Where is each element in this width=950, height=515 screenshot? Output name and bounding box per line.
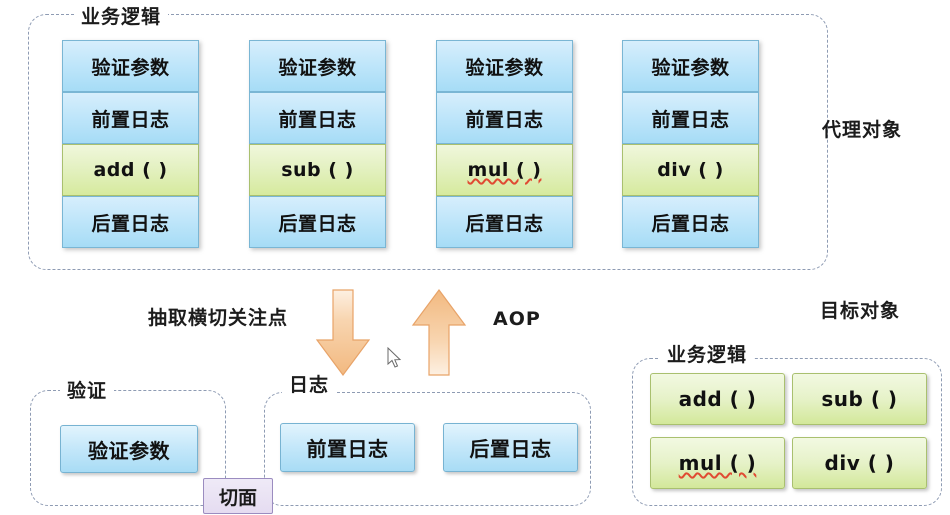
- proxy-object-side-label: 代理对象: [822, 119, 903, 141]
- target-box-add[interactable]: add ( ): [650, 373, 785, 425]
- down-arrow: [315, 289, 371, 377]
- validate-group: [30, 390, 226, 506]
- aspect-box-validate-params[interactable]: 验证参数: [60, 425, 198, 473]
- target-object-side-label: 目标对象: [820, 300, 901, 322]
- cell-method-sub[interactable]: sub ( ): [249, 144, 386, 196]
- cell-method-mul[interactable]: mul ( ): [436, 144, 573, 196]
- proxy-column-add: 验证参数 前置日志 add ( ) 后置日志: [62, 40, 199, 248]
- extract-crosscutting-label: 抽取横切关注点: [148, 307, 289, 329]
- method-mul-text: mul ( ): [467, 159, 542, 181]
- mouse-cursor-icon: [387, 347, 402, 368]
- proxy-group-label: 业务逻辑: [74, 2, 169, 29]
- up-arrow: [411, 288, 467, 376]
- target-box-div[interactable]: div ( ): [792, 437, 927, 489]
- cell-validate-params[interactable]: 验证参数: [62, 40, 199, 92]
- log-group-label: 日志: [282, 370, 337, 397]
- cell-after-log[interactable]: 后置日志: [436, 196, 573, 248]
- target-box-sub[interactable]: sub ( ): [792, 373, 927, 425]
- cell-after-log[interactable]: 后置日志: [622, 196, 759, 248]
- aop-label: AOP: [493, 308, 541, 330]
- cell-before-log[interactable]: 前置日志: [62, 92, 199, 144]
- cell-validate-params[interactable]: 验证参数: [622, 40, 759, 92]
- cell-before-log[interactable]: 前置日志: [436, 92, 573, 144]
- aspect-box-after-log[interactable]: 后置日志: [443, 423, 578, 472]
- cell-before-log[interactable]: 前置日志: [249, 92, 386, 144]
- aspect-chip[interactable]: 切面: [203, 478, 273, 514]
- target-method-mul-text: mul ( ): [678, 451, 757, 475]
- cell-validate-params[interactable]: 验证参数: [249, 40, 386, 92]
- target-business-logic-group: [632, 358, 942, 506]
- log-group: [264, 392, 591, 506]
- cell-method-add[interactable]: add ( ): [62, 144, 199, 196]
- target-box-mul[interactable]: mul ( ): [650, 437, 785, 489]
- proxy-column-div: 验证参数 前置日志 div ( ) 后置日志: [622, 40, 759, 248]
- cell-before-log[interactable]: 前置日志: [622, 92, 759, 144]
- proxy-column-sub: 验证参数 前置日志 sub ( ) 后置日志: [249, 40, 386, 248]
- cell-after-log[interactable]: 后置日志: [249, 196, 386, 248]
- cell-validate-params[interactable]: 验证参数: [436, 40, 573, 92]
- cell-after-log[interactable]: 后置日志: [62, 196, 199, 248]
- target-group-label: 业务逻辑: [660, 340, 755, 367]
- cell-method-div[interactable]: div ( ): [622, 144, 759, 196]
- proxy-object-group: [28, 14, 828, 270]
- aspect-box-before-log[interactable]: 前置日志: [280, 423, 415, 472]
- validate-group-label: 验证: [60, 376, 115, 403]
- proxy-column-mul: 验证参数 前置日志 mul ( ) 后置日志: [436, 40, 573, 248]
